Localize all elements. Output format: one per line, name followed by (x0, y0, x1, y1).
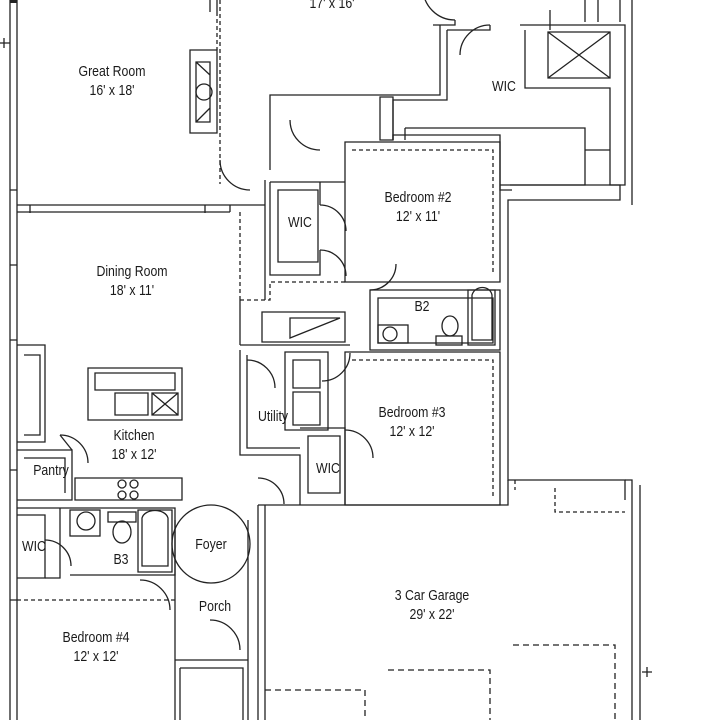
wic-top-label: WIC (492, 78, 516, 95)
exterior-wall-left (9, 0, 18, 720)
bath-b2-label: B2 (414, 298, 430, 315)
wic-bedroom-4-label: WIC (22, 538, 46, 555)
foyer-label: Foyer (195, 536, 227, 553)
fireplace (189, 49, 218, 134)
porch-label: Porch (198, 598, 232, 615)
foyer-rotunda (171, 504, 251, 584)
wic-bedroom-2-label: WIC (288, 214, 312, 231)
bedroom-2-walls (344, 141, 501, 283)
pantry-label: Pantry (33, 462, 69, 479)
bath-b3-label: B3 (113, 551, 129, 568)
top-room-dimension: 17' x 16' (309, 0, 355, 12)
utility-label: Utility (257, 408, 289, 425)
wic-bedroom-3-label: WIC (316, 460, 340, 477)
hall-cabinet (261, 311, 346, 343)
